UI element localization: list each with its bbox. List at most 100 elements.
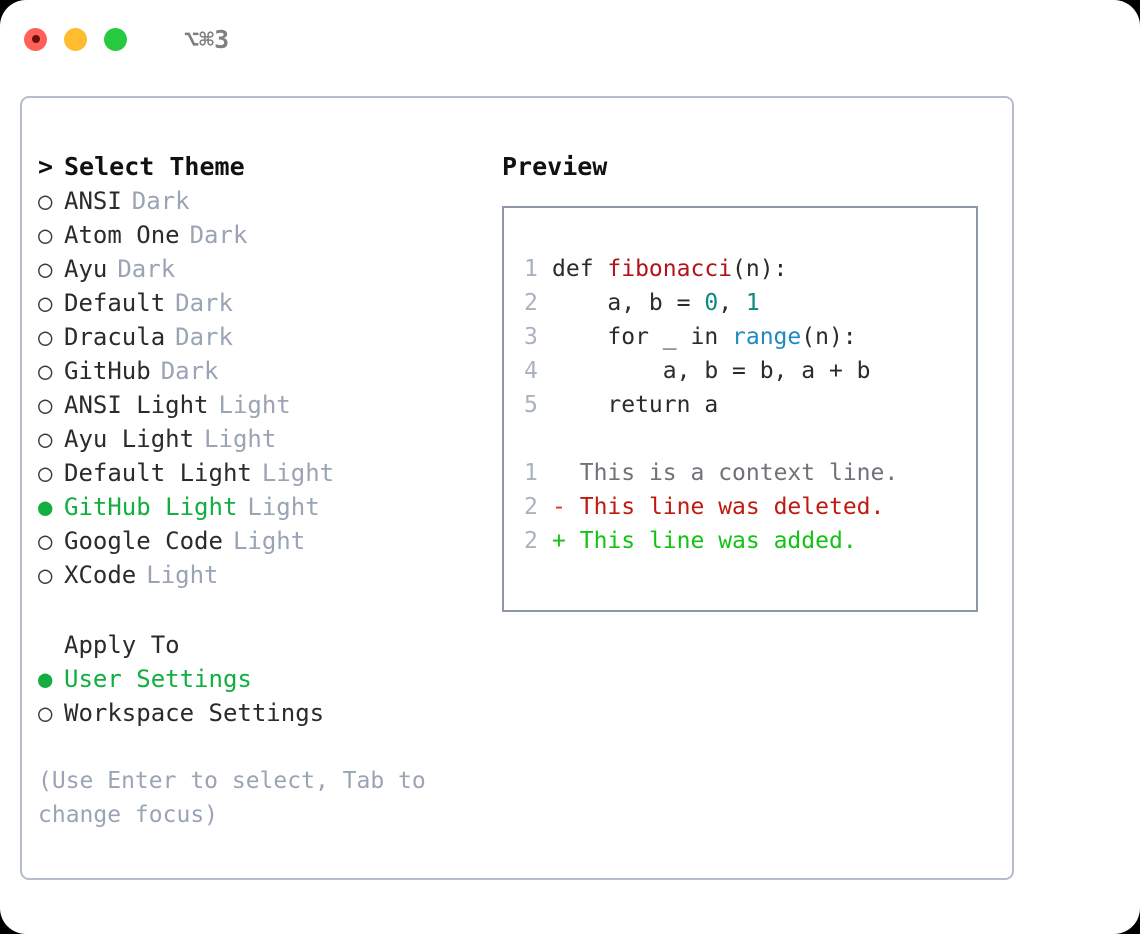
theme-list-item[interactable]: ○ Dracula Dark xyxy=(38,320,502,354)
line-number: 1 xyxy=(524,460,538,486)
keyboard-hint-text: (Use Enter to select, Tab to change focu… xyxy=(38,768,426,828)
diff-sign-plus: + xyxy=(552,528,566,554)
apply-to-section: Apply To ●User Settings ○Workspace Setti… xyxy=(38,628,502,730)
radio-unselected-icon[interactable]: ○ xyxy=(38,187,53,215)
code-token-number: 0 xyxy=(704,290,719,316)
theme-variant-tag: Light xyxy=(261,459,335,487)
code-line: 4 a, b = b, a + b xyxy=(524,354,976,388)
code-token: for _ in xyxy=(552,324,733,350)
theme-label: GitHub xyxy=(64,357,151,385)
code-line: 5 return a xyxy=(524,388,976,422)
maximize-button-icon[interactable] xyxy=(104,27,127,51)
radio-unselected-icon[interactable]: ○ xyxy=(38,527,53,555)
line-number: 3 xyxy=(524,324,538,350)
radio-selected-icon[interactable]: ● xyxy=(38,493,53,521)
code-token: a, b = xyxy=(552,290,705,316)
radio-unselected-icon[interactable]: ○ xyxy=(38,699,53,727)
theme-variant-tag: Dark xyxy=(175,323,233,351)
select-theme-header-label: Select Theme xyxy=(64,152,245,181)
diff-line-context: 1 This is a context line. xyxy=(524,456,976,490)
theme-list-item[interactable]: ○ GitHub Dark xyxy=(38,354,502,388)
prompt-caret-icon: > xyxy=(38,152,54,181)
radio-unselected-icon[interactable]: ○ xyxy=(38,221,53,249)
theme-label: Ayu Light xyxy=(64,425,195,453)
diff-line-deleted: 2- This line was deleted. xyxy=(524,490,976,524)
theme-list-item[interactable]: ○ XCode Light xyxy=(38,558,502,592)
theme-variant-tag: Light xyxy=(146,561,219,589)
title-bar: ⌥⌘3 xyxy=(0,0,1140,78)
apply-to-label: Workspace Settings xyxy=(64,699,325,727)
code-token-number: 1 xyxy=(745,290,760,316)
diff-text: This line was added. xyxy=(579,528,857,554)
theme-list-item[interactable]: ○ ANSI Light Light xyxy=(38,388,502,422)
theme-variant-tag: Light xyxy=(232,527,306,555)
theme-list-item[interactable]: ○ Ayu Light Light xyxy=(38,422,502,456)
theme-list-item[interactable]: ○ Google Code Light xyxy=(38,524,502,558)
line-number: 2 xyxy=(524,290,538,316)
diff-sign-minus: - xyxy=(552,494,566,520)
apply-to-item-selected[interactable]: ● User Settings xyxy=(38,662,502,696)
theme-label: GitHub Light xyxy=(64,493,238,521)
radio-unselected-icon[interactable]: ○ xyxy=(38,391,53,419)
diff-text: This line was deleted. xyxy=(579,494,885,520)
diff-line-added: 2 + This line was added. xyxy=(524,524,976,558)
code-token: def xyxy=(552,256,608,282)
line-number: 5 xyxy=(524,392,538,418)
minimize-button-icon[interactable] xyxy=(64,27,87,51)
code-token-function: fibonacci xyxy=(607,256,733,282)
radio-unselected-icon[interactable]: ○ xyxy=(38,289,53,317)
code-line: 2 a, b = 0, 1 xyxy=(524,286,976,320)
radio-unselected-icon[interactable]: ○ xyxy=(38,323,53,351)
theme-list-item[interactable]: ○ Default Dark xyxy=(38,286,502,320)
theme-variant-tag: Light xyxy=(218,391,291,419)
theme-variant-tag: Dark xyxy=(131,187,190,215)
close-button-icon[interactable] xyxy=(24,27,47,51)
theme-label: XCode xyxy=(64,561,137,589)
theme-variant-tag: Dark xyxy=(117,255,176,283)
code-line: 3 for _ in range(n): xyxy=(524,320,976,354)
apply-to-label: User Settings xyxy=(64,665,252,693)
close-dot-inner xyxy=(31,35,40,43)
code-token: , xyxy=(718,290,746,316)
radio-unselected-icon[interactable]: ○ xyxy=(38,561,53,589)
radio-selected-icon[interactable]: ● xyxy=(38,665,53,693)
theme-variant-tag: Dark xyxy=(175,289,233,317)
theme-label: ANSI Light xyxy=(64,391,209,419)
theme-variant-tag: Dark xyxy=(160,357,219,385)
line-number: 2 xyxy=(524,528,538,554)
radio-unselected-icon[interactable]: ○ xyxy=(38,459,53,487)
radio-unselected-icon[interactable]: ○ xyxy=(38,357,53,385)
code-token: return a xyxy=(552,392,719,418)
theme-label: Dracula xyxy=(64,323,166,351)
traffic-light-group xyxy=(24,27,127,51)
line-number: 2 xyxy=(524,494,538,520)
diff-sign xyxy=(552,460,566,486)
select-theme-header: > Select Theme xyxy=(38,150,502,184)
code-token-call: range xyxy=(732,324,802,350)
radio-unselected-icon[interactable]: ○ xyxy=(38,255,53,283)
apply-to-item[interactable]: ○ Workspace Settings xyxy=(38,696,502,730)
theme-list-item-selected[interactable]: ● GitHub Light Light xyxy=(38,490,502,524)
diff-sample: 1 This is a context line. 2- This line w… xyxy=(524,456,976,558)
theme-label: Default xyxy=(64,289,166,317)
theme-label: Google Code xyxy=(64,527,223,555)
radio-unselected-icon[interactable]: ○ xyxy=(38,425,53,453)
theme-label: Ayu xyxy=(64,255,108,283)
theme-list-item[interactable]: ○ Ayu Dark xyxy=(38,252,502,286)
code-token: (n): xyxy=(801,324,857,350)
theme-variant-tag: Light xyxy=(247,493,320,521)
theme-variant-tag: Light xyxy=(204,425,277,453)
code-token: (n): xyxy=(732,256,788,282)
code-token: a, b = b, a + b xyxy=(552,358,871,384)
